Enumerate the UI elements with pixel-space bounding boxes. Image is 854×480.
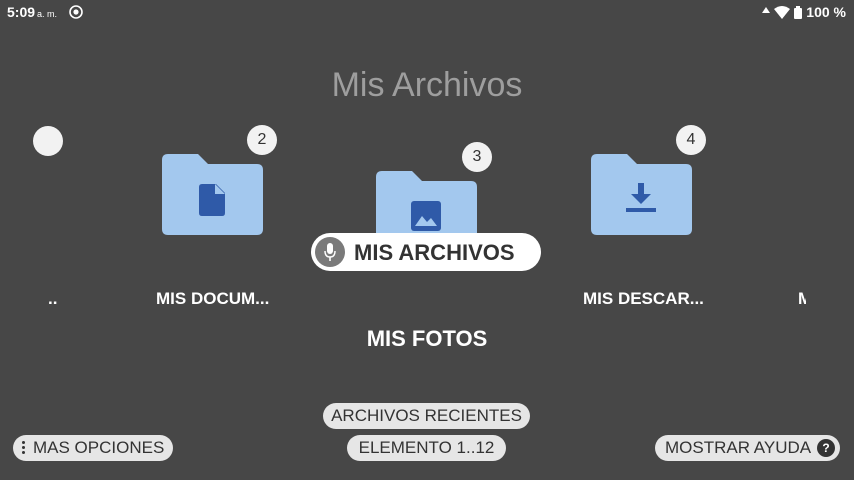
- download-icon: [626, 183, 656, 212]
- folder-label-next: M: [798, 289, 806, 308]
- recent-files-button[interactable]: ARCHIVOS RECIENTES: [323, 403, 530, 429]
- folder-label-descargas: MIS DESCAR...: [583, 289, 704, 308]
- page-title: Mis Archivos: [331, 66, 523, 104]
- voice-label: MIS ARCHIVOS: [354, 240, 515, 265]
- more-options-button[interactable]: MAS OPCIONES: [13, 435, 173, 461]
- wifi-icon: [774, 5, 791, 19]
- element-counter-label: ELEMENTO 1..12: [358, 438, 495, 457]
- folder-badge-descargas: 4: [676, 125, 706, 155]
- folder-item-documentos[interactable]: 2: [162, 125, 277, 235]
- show-help-label: MOSTRAR AYUDA: [665, 438, 812, 457]
- folder-item-fotos[interactable]: 3: [376, 142, 492, 252]
- help-icon: ?: [817, 439, 835, 457]
- folder-badge-fotos: 3: [462, 142, 492, 172]
- battery-percent: 100 %: [806, 4, 846, 20]
- show-help-button[interactable]: MOSTRAR AYUDA ?: [655, 435, 840, 461]
- folder-badge-parent: [33, 126, 63, 156]
- recent-files-label: ARCHIVOS RECIENTES: [331, 406, 522, 425]
- sync-icon: [69, 5, 83, 19]
- image-icon: [411, 201, 441, 231]
- folder-label-fotos: MIS FOTOS: [366, 326, 488, 351]
- folder-label-parent: ..: [48, 289, 58, 308]
- document-icon: [199, 184, 225, 216]
- folder-label-documentos: MIS DOCUM...: [156, 289, 270, 308]
- folder-item-descargas[interactable]: 4: [591, 125, 706, 235]
- status-ampm: a. m.: [37, 9, 58, 19]
- mic-icon: [324, 243, 336, 261]
- mic-button[interactable]: [315, 237, 345, 267]
- folder-item-parent[interactable]: [33, 126, 70, 156]
- more-options-label: MAS OPCIONES: [33, 438, 165, 457]
- more-vert-icon: [22, 441, 26, 455]
- voice-command-pill[interactable]: MIS ARCHIVOS: [311, 233, 541, 271]
- folder-badge-documentos: 2: [247, 125, 277, 155]
- element-counter: ELEMENTO 1..12: [347, 435, 506, 461]
- signal-icon: [762, 7, 771, 13]
- status-right: 100 %: [762, 3, 846, 21]
- battery-icon: [794, 5, 803, 19]
